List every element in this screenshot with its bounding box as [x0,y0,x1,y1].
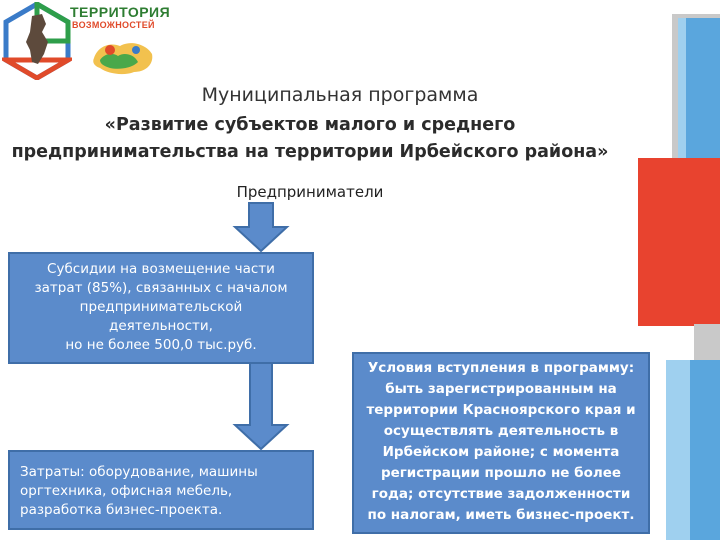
arrow-down-to-costs [232,362,290,451]
entrepreneurs-label: Предприниматели [236,183,384,201]
krasnoyarsk-region-map-hexagon-icon [2,2,72,80]
decor-blue-block-bottom [690,360,720,540]
conditions-box: Условия вступления в программу: быть зар… [352,352,650,534]
logo-title: ТЕРРИТОРИЯ [70,4,171,20]
arrow-down-to-subsidy [232,202,290,253]
decor-gray-lower [694,324,720,364]
program-title: «Развитие субъектов малого и среднего пр… [11,115,609,162]
regional-map-emblem-icon [93,43,153,75]
logo-subtitle: ВОЗМОЖНОСТЕЙ [72,20,155,30]
page-heading: Муниципальная программа [201,84,479,106]
logo: ТЕРРИТОРИЯ ВОЗМОЖНОСТЕЙ [2,2,172,82]
subsidy-box: Субсидии на возмещение части затрат (85%… [8,252,314,364]
costs-box: Затраты: оборудование, машины оргтехника… [8,450,314,530]
decor-red-block [638,158,720,326]
